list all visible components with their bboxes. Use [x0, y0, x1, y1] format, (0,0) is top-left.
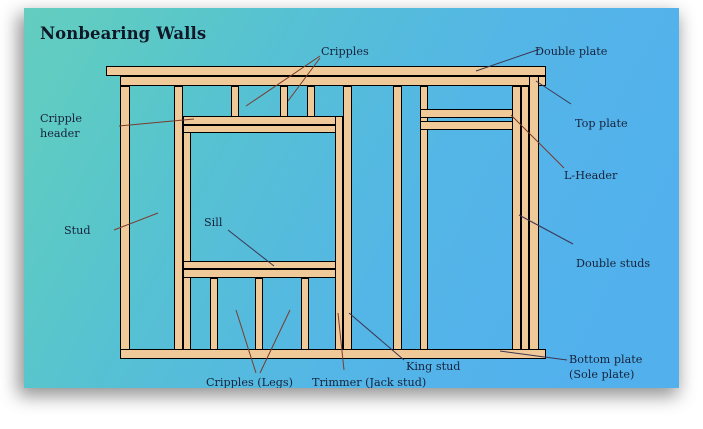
label-bottom-plate-line1: Bottom plate — [569, 353, 643, 366]
leader-lines — [113, 48, 574, 374]
top-plate-member — [120, 76, 546, 86]
label-l-header: L-Header — [564, 169, 618, 182]
illustration-panel: Nonbearing Walls — [24, 8, 679, 388]
label-trimmer: Trimmer (Jack stud) — [312, 376, 427, 388]
double-plate-member — [106, 66, 546, 76]
page-title: Nonbearing Walls — [40, 24, 207, 43]
label-cripples-top: Cripples — [321, 45, 369, 58]
label-double-studs: Double studs — [576, 257, 651, 270]
label-sill: Sill — [204, 216, 223, 229]
label-top-plate: Top plate — [575, 117, 628, 130]
label-bottom-plate-line2: (Sole plate) — [569, 368, 635, 381]
label-cripples-legs: Cripples (Legs) — [206, 376, 293, 388]
label-double-plate: Double plate — [535, 45, 608, 58]
label-cripple-header-line2: header — [40, 127, 80, 140]
bottom-plate-member — [120, 349, 546, 359]
label-stud: Stud — [64, 224, 91, 237]
label-cripple-header-line1: Cripple — [40, 112, 83, 125]
label-king-stud: King stud — [406, 360, 461, 373]
